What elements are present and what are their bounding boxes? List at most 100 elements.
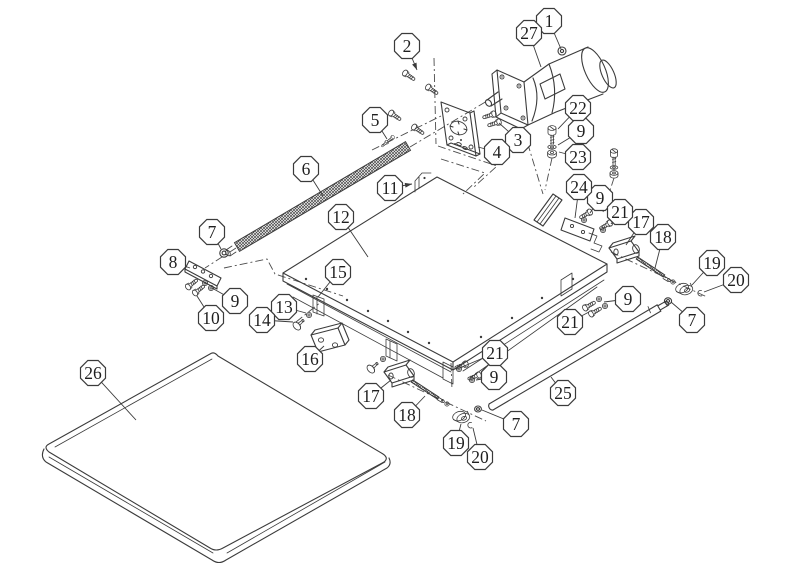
bracket-centerline xyxy=(223,258,344,297)
callout-26: 26 xyxy=(79,359,137,421)
callout-15: 15 xyxy=(317,258,352,298)
callout-label: 18 xyxy=(398,405,416,425)
callout-12: 12 xyxy=(327,203,369,258)
callout-2: 2 xyxy=(393,32,421,71)
callout-balloon xyxy=(198,218,226,246)
callout-balloon xyxy=(357,382,385,410)
callout-18: 18 xyxy=(393,395,426,429)
callout-label: 9 xyxy=(596,188,605,208)
callout-label: 15 xyxy=(329,262,347,282)
callout-balloon xyxy=(515,19,543,47)
callout-label: 10 xyxy=(202,308,220,328)
knob-centerline xyxy=(295,301,322,323)
callout-16: 16 xyxy=(296,345,325,373)
callout-label: 17 xyxy=(362,386,380,406)
clamp-tab-front-2 xyxy=(385,338,398,362)
callout-balloon xyxy=(649,223,677,251)
callout-balloon xyxy=(221,287,249,315)
tab-centerline xyxy=(450,362,453,391)
callout-balloon xyxy=(361,106,389,134)
callout-6: 6 xyxy=(292,155,324,197)
callout-balloon xyxy=(722,266,750,294)
callout-9: 9 xyxy=(557,117,595,146)
callout-9: 9 xyxy=(211,287,249,315)
callout-9: 9 xyxy=(586,184,614,214)
callout-21: 21 xyxy=(461,339,509,368)
callout-balloon xyxy=(324,258,352,286)
callout-balloon xyxy=(549,379,577,407)
callout-balloon xyxy=(504,126,532,154)
callout-3: 3 xyxy=(498,122,532,154)
callout-label: 3 xyxy=(514,130,523,150)
callout-balloon xyxy=(393,401,421,429)
callout-label: 27 xyxy=(520,23,538,43)
callout-label: 9 xyxy=(624,289,633,309)
clamp-right xyxy=(608,235,703,305)
callout-7: 7 xyxy=(481,409,530,438)
callout-balloon xyxy=(393,32,421,60)
callout-label: 18 xyxy=(654,227,672,247)
callout-balloon xyxy=(159,248,187,276)
retaining-clip-bottom xyxy=(467,422,473,429)
leader-arrow xyxy=(404,182,412,188)
motor-shaft xyxy=(486,91,503,107)
bracket-screws xyxy=(183,276,215,298)
mount-screw-centerline xyxy=(433,57,437,145)
callout-11: 11 xyxy=(376,174,413,202)
callout-label: 13 xyxy=(275,297,293,317)
callout-7: 7 xyxy=(670,301,706,334)
callout-9: 9 xyxy=(475,363,508,391)
clamp-bottom xyxy=(383,359,482,429)
callout-17: 17 xyxy=(357,379,392,410)
clamp-tab-front xyxy=(312,294,325,317)
callout-label: 6 xyxy=(302,159,311,179)
callout-label: 9 xyxy=(490,367,499,387)
callout-4: 4 xyxy=(477,138,511,166)
callout-10: 10 xyxy=(196,295,225,332)
clamp-tab-bottom xyxy=(442,361,454,385)
callout-25: 25 xyxy=(549,376,577,407)
plate-holes xyxy=(304,277,575,345)
callout-label: 5 xyxy=(371,110,380,130)
callout-balloon xyxy=(564,143,592,171)
corner-bracket-outline xyxy=(414,172,432,193)
callout-balloon xyxy=(567,117,595,145)
lead-screw xyxy=(219,134,412,258)
callout-balloon xyxy=(502,410,530,438)
callout-label: 7 xyxy=(208,222,217,242)
set-screws xyxy=(379,134,396,149)
lower-table xyxy=(41,352,391,564)
callout-balloon xyxy=(197,304,225,332)
callout-label: 9 xyxy=(577,121,586,141)
retaining-clip-right xyxy=(697,290,703,297)
callout-label: 20 xyxy=(727,270,745,290)
part-art xyxy=(41,46,708,564)
callout-balloon xyxy=(565,173,593,201)
callout-1: 1 xyxy=(535,7,563,50)
callout-7: 7 xyxy=(198,218,226,250)
callout-label: 4 xyxy=(493,142,502,162)
callout-balloon xyxy=(376,174,404,202)
fastener-stack-right xyxy=(609,148,619,179)
callout-24: 24 xyxy=(565,173,593,219)
callout-label: 2 xyxy=(403,36,412,56)
motor-mount-plate xyxy=(440,101,481,157)
stack-centerline-left xyxy=(544,157,553,191)
callout-balloon xyxy=(481,339,509,367)
callout-label: 24 xyxy=(570,177,588,197)
callout-label: 26 xyxy=(84,363,102,383)
callout-21: 21 xyxy=(606,198,634,226)
mount-diag-centerline xyxy=(371,115,442,151)
mount-screws xyxy=(386,68,468,150)
callout-label: 22 xyxy=(569,98,587,118)
callout-balloon xyxy=(614,285,642,313)
callout-13: 13 xyxy=(270,293,307,321)
callout-17: 17 xyxy=(625,208,655,246)
callout-label: 8 xyxy=(169,252,178,272)
leadscrew-axis-centerline xyxy=(409,100,488,148)
callout-label: 7 xyxy=(512,414,521,434)
hidden-bracket-inner xyxy=(440,158,486,195)
gib-rail xyxy=(533,193,563,227)
callout-20: 20 xyxy=(703,266,750,294)
